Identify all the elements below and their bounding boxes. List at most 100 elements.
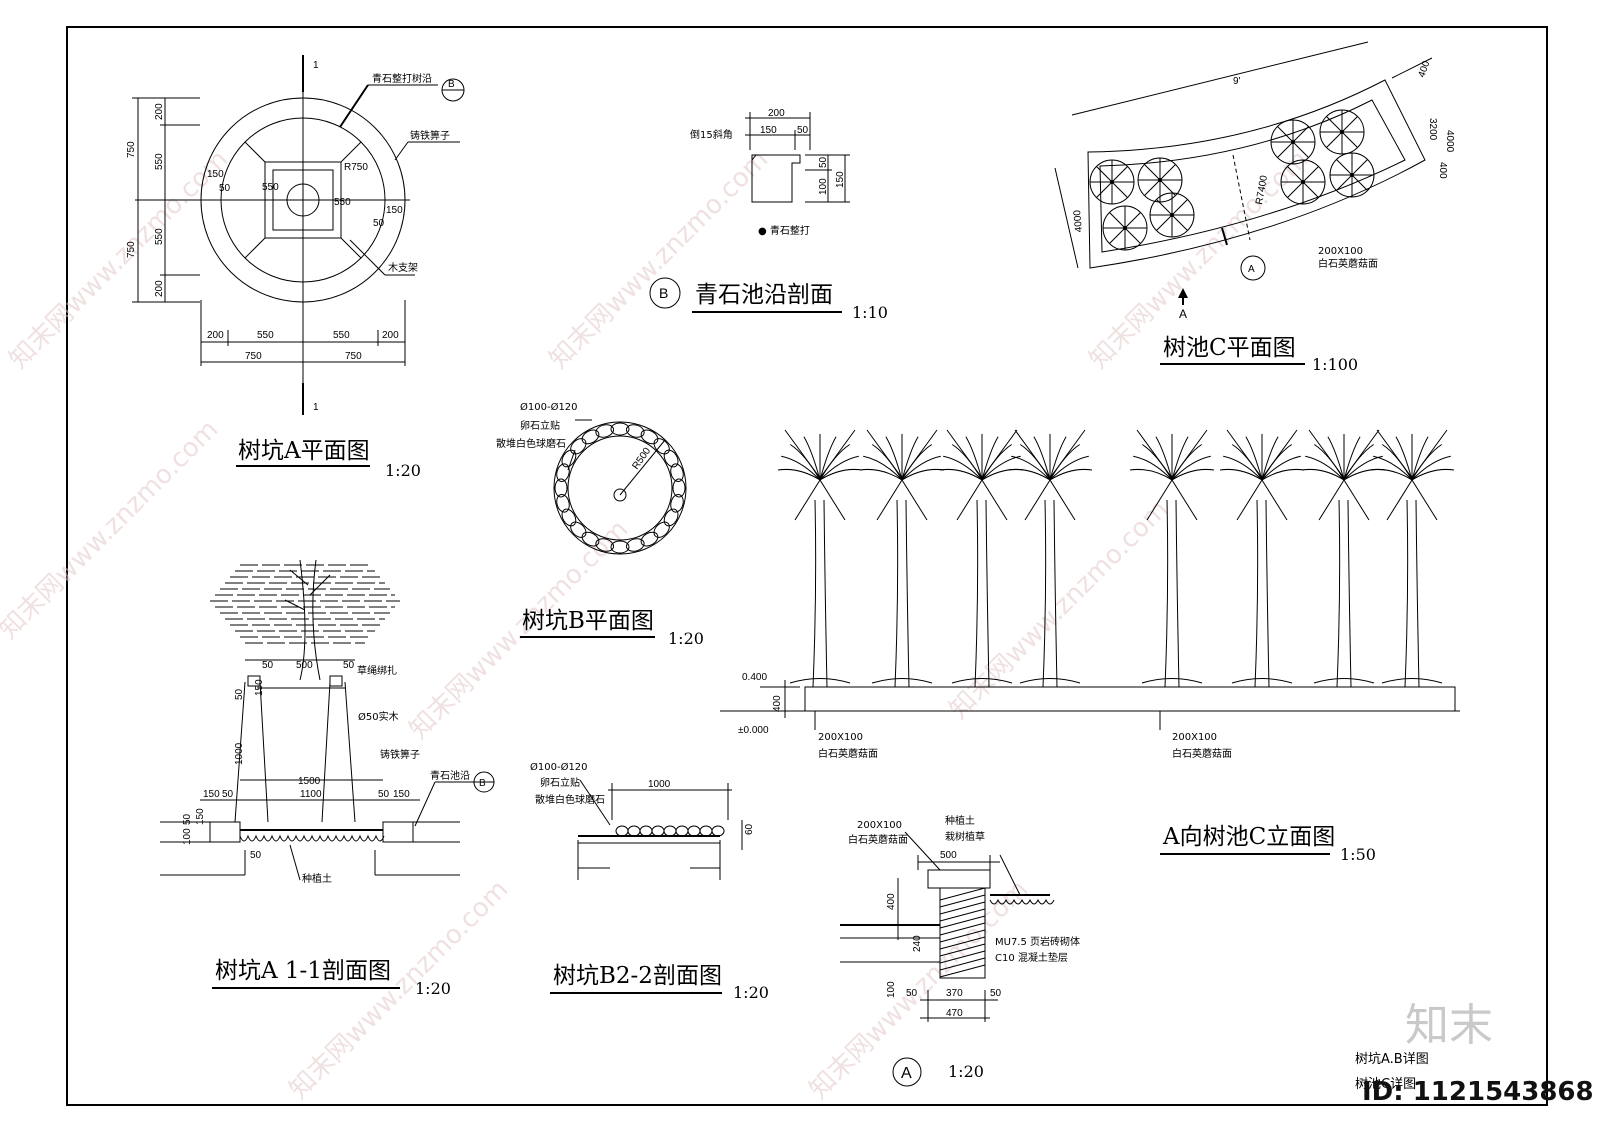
pebble [699, 825, 713, 837]
label: 200X100 [1172, 732, 1217, 743]
drawing-title: 树坑A平面图 [238, 438, 370, 464]
dimension: 550 [154, 228, 165, 245]
pebble [561, 449, 577, 468]
palm-tree [1369, 429, 1455, 688]
plan-a-drawing: 1 1 [132, 55, 465, 415]
dimension: 9' [1233, 76, 1241, 87]
label: MU7.5 页岩砖砌体 [995, 935, 1080, 948]
wall-hatch [939, 887, 986, 901]
title-block: 树坑A.B详图 树池C详图 知末 ID: 1121543868 [1355, 1000, 1594, 1107]
drawing-scale: 1:20 [668, 629, 704, 648]
label: 草绳绑扎 [357, 664, 397, 677]
dimension: 50 [797, 125, 809, 136]
plan-b-text: Ø100-Ø120 卵石立贴 散堆白色球磨石 R500 树坑B平面图 1:20 [496, 401, 704, 648]
pebble [651, 825, 665, 837]
dimension: 150 [207, 169, 224, 180]
pebble [711, 825, 725, 837]
pebble [561, 508, 577, 527]
dimension: 150 [195, 808, 206, 825]
pebble [610, 422, 630, 436]
dimension: 750 [245, 351, 262, 362]
dimension: 370 [946, 988, 963, 999]
dimension: 50 [222, 789, 234, 800]
dimension: 1500 [298, 776, 321, 787]
pebble [653, 438, 670, 455]
plan-c-trees [1089, 109, 1375, 251]
watermark: 知末网www.znzmo.com [944, 494, 1175, 725]
dimension: 4000 [1072, 209, 1085, 233]
section-callout: A [1248, 264, 1255, 275]
pebble [670, 463, 684, 483]
dimension: 200 [207, 330, 224, 341]
section-b2-text: Ø100-Ø120 卵石立贴 散堆白色球磨石 1000 60 树坑B2-2剖面图… [530, 761, 769, 1002]
pebble [625, 538, 645, 552]
dimension: 150 [254, 679, 265, 696]
drawing-title: A向树池C立面图 [1162, 824, 1335, 850]
plan-a-text: 青石整打树沿 铸铁箅子 木支架 B 200 550 750 550 750 20… [126, 72, 455, 480]
wall-hatch [939, 943, 986, 957]
dimension: 200 [154, 280, 165, 297]
pebble [625, 424, 645, 438]
dimension: 150 [203, 789, 220, 800]
pebble [627, 825, 641, 837]
dimension: 1000 [648, 779, 671, 790]
label: 散堆白色球磨石 [496, 437, 566, 450]
label: 白石英蘑菇面 [1318, 257, 1378, 270]
label: 白石英蘑菇面 [1172, 747, 1232, 760]
label: 铸铁箅子 [410, 129, 450, 142]
brand-logo: 知末 [1405, 1000, 1493, 1051]
dimension: 200 [382, 330, 399, 341]
drawing-title: 树坑A 1-1剖面图 [215, 958, 391, 984]
drawing-scale: 1:50 [1340, 845, 1376, 864]
palm-canopy-plan [1149, 192, 1195, 238]
palm-tree [859, 429, 945, 688]
dimension: 50 [250, 850, 262, 861]
label: 栽树植草 [945, 830, 985, 843]
dimension: 400 [886, 893, 897, 910]
dimension: 100 [818, 178, 829, 195]
pebble [672, 478, 686, 498]
dimension: 240 [912, 935, 923, 952]
watermark: 知末网www.znzmo.com [284, 874, 515, 1105]
dimension: 0.400 [742, 672, 767, 683]
dimension: 50 [343, 660, 355, 671]
dimension: 3200 [1427, 118, 1438, 141]
palm-canopy-plan [1280, 159, 1326, 205]
pebble [595, 538, 615, 552]
dimension: 50 [219, 183, 231, 194]
dimension: 400 [1437, 162, 1448, 179]
section-callout: B [479, 778, 486, 789]
palm-tree [1219, 429, 1305, 688]
dimension: 100 [886, 981, 897, 998]
dimension: 50 [373, 218, 385, 229]
dimension: 50 [906, 988, 918, 999]
section-b2-drawing [577, 779, 743, 880]
palm-tree [1007, 429, 1093, 688]
pebble [615, 825, 629, 837]
label: 种植土 [945, 814, 975, 827]
label: 200X100 [1318, 246, 1363, 257]
section-mark: B [659, 285, 668, 301]
dimension: 150 [760, 125, 777, 136]
drawing-title: 树坑B2-2剖面图 [553, 963, 722, 989]
palm-canopy-plan [1089, 159, 1135, 205]
label: Ø100-Ø120 [530, 761, 588, 773]
sheet-frame [66, 26, 1548, 1106]
section-b-text: 200 150 50 50 100 150 倒15斜角 ● 青石整打 B 青石池… [659, 108, 888, 322]
pebble [570, 521, 587, 538]
label: 散堆白色球磨石 [535, 793, 605, 806]
palm-canopy-plan [1329, 152, 1375, 198]
drawing-scale: 1:100 [1312, 355, 1358, 374]
palm-canopy-plan [1102, 205, 1148, 251]
dimension: 750 [126, 241, 137, 258]
drawing-title: 青石池沿剖面 [695, 282, 833, 308]
pebble [670, 493, 684, 513]
dimension: 150 [835, 171, 846, 188]
pebble [556, 493, 570, 513]
dimension: 1000 [234, 742, 245, 765]
palm-canopy-plan [1319, 109, 1365, 155]
palm-tree [777, 429, 863, 688]
detail-mark: A [901, 1065, 912, 1082]
dimension: 50 [234, 688, 245, 700]
